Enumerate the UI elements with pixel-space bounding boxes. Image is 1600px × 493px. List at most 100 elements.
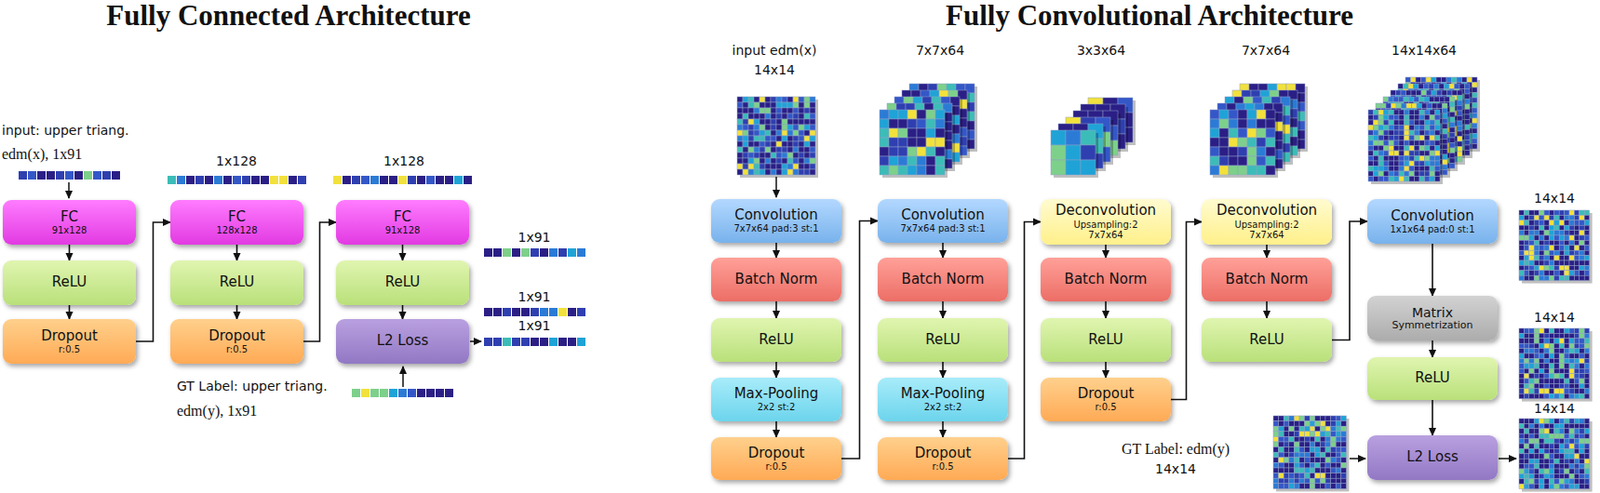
relu-layer: ReLU xyxy=(877,318,1009,363)
conv-layer: Convolution1x1x64 pad:0 st:1 xyxy=(1367,199,1498,244)
flow-arrow xyxy=(236,305,239,320)
layer-name: Batch Norm xyxy=(735,271,819,288)
flow-arrow xyxy=(1431,400,1434,436)
flow-arrow xyxy=(941,362,944,378)
dropout-layer: Dropoutr:0.5 xyxy=(1040,377,1171,422)
layer-name: Deconvolution xyxy=(1216,202,1318,219)
layer-params: 91x128 xyxy=(385,225,421,237)
dimension-label: edm(x), 1x91 xyxy=(1,145,82,163)
layer-name: ReLU xyxy=(385,274,421,291)
flow-arrow xyxy=(1008,222,1041,460)
layer-name: Dropout xyxy=(208,328,266,345)
layer-name: ReLU xyxy=(925,332,961,349)
layer-name: Max-Pooling xyxy=(900,386,986,403)
batchnorm-layer: Batch Norm xyxy=(711,257,842,302)
layer-name: Convolution xyxy=(1390,208,1475,225)
flow-arrow xyxy=(775,242,778,258)
batchnorm-layer: Batch Norm xyxy=(1201,257,1332,302)
layer-name: ReLU xyxy=(758,332,794,349)
flow-arrow xyxy=(941,242,944,258)
dimension-label: 14x14x64 xyxy=(1391,42,1457,59)
flow-arrow xyxy=(775,301,778,319)
layer-params: Upsampling:2 xyxy=(1234,219,1299,231)
dimension-label: 1x128 xyxy=(215,153,257,170)
layer-params: r:0.5 xyxy=(1094,402,1116,414)
layer-params: Upsampling:2 xyxy=(1073,219,1138,231)
fc-layer: FC91x128 xyxy=(336,200,470,245)
batchnorm-layer: Batch Norm xyxy=(877,257,1009,302)
layer-name: Dropout xyxy=(748,445,806,462)
layer-name: ReLU xyxy=(1249,332,1285,349)
layer-params: 2x2 st:2 xyxy=(924,402,963,414)
fc-layer: FC128x128 xyxy=(170,200,304,245)
flow-arrow xyxy=(1431,243,1434,296)
dimension-label: 14x14 xyxy=(1155,461,1197,478)
layer-name: FC xyxy=(393,209,412,226)
relu-layer: ReLU xyxy=(1367,357,1498,401)
pooling-layer: Max-Pooling2x2 st:2 xyxy=(711,377,842,422)
loss-box: L2 Loss xyxy=(336,319,470,364)
flow-arrow xyxy=(775,421,778,438)
layer-name: Dropout xyxy=(40,328,98,345)
flow-arrow xyxy=(68,244,71,261)
relu-layer: ReLU xyxy=(1201,318,1332,363)
dimension-label: 14x14 xyxy=(1533,401,1575,417)
dimension-label: 1x91 xyxy=(517,289,551,306)
flow-arrow xyxy=(303,222,337,342)
dimension-label: 14x14 xyxy=(1533,309,1575,326)
layer-name: Deconvolution xyxy=(1055,202,1157,219)
flow-arrow xyxy=(402,244,404,261)
layer-params: r:0.5 xyxy=(58,344,81,356)
dimension-label: 3x3x64 xyxy=(1076,42,1126,59)
pooling-layer: Max-Pooling2x2 st:2 xyxy=(877,377,1009,422)
layer-name: Batch Norm xyxy=(901,271,985,288)
layer-params: r:0.5 xyxy=(765,461,787,473)
flow-arrow xyxy=(841,221,878,460)
flow-arrow xyxy=(1104,244,1107,258)
flow-arrow xyxy=(1265,244,1268,258)
dimension-label: 7x7x64 xyxy=(1241,42,1291,59)
layer-params: 7x7x64 xyxy=(1249,229,1284,242)
layer-name: Max-Pooling xyxy=(734,386,820,403)
layer-name: ReLU xyxy=(1414,370,1451,387)
layer-name: L2 Loss xyxy=(376,333,430,350)
dimension-label: edm(y), 1x91 xyxy=(176,402,257,420)
dimension-label: 1x128 xyxy=(383,153,425,170)
layer-params: 2x2 st:2 xyxy=(757,402,796,414)
layer-name: FC xyxy=(60,209,79,226)
symmetrization-box: MatrixSymmetrization xyxy=(1367,295,1498,341)
panel-title: Fully Connected Architecture xyxy=(106,0,471,33)
flow-arrow xyxy=(1170,222,1202,401)
dimension-label: input: upper triang. xyxy=(1,122,130,139)
conv-layer: Convolution7x7x64 pad:3 st:1 xyxy=(877,199,1009,243)
panel-title: Fully Convolutional Architecture xyxy=(945,0,1354,33)
layer-name: Batch Norm xyxy=(1225,271,1309,288)
flow-arrow xyxy=(1265,301,1268,319)
flow-arrow xyxy=(775,362,778,378)
dimension-label: 1x91 xyxy=(517,229,551,246)
layer-params: 128x128 xyxy=(215,225,257,237)
flow-arrow xyxy=(1331,221,1368,341)
flow-arrow xyxy=(1104,301,1107,319)
layer-name: FC xyxy=(228,209,246,226)
dimension-label: 14x14 xyxy=(753,62,795,79)
dimension-label: 14x14 xyxy=(1533,190,1575,207)
layer-params: Symmetrization xyxy=(1391,320,1473,333)
deconv-layer: DeconvolutionUpsampling:27x7x64 xyxy=(1201,199,1332,245)
relu-layer: ReLU xyxy=(711,318,842,363)
layer-name: Batch Norm xyxy=(1064,271,1148,288)
layer-name: Dropout xyxy=(1077,386,1135,403)
layer-name: ReLU xyxy=(52,274,88,291)
relu-layer: ReLU xyxy=(336,260,470,306)
dropout-layer: Dropoutr:0.5 xyxy=(170,319,304,364)
dimension-label: GT Label: upper triang. xyxy=(176,378,328,395)
dropout-layer: Dropoutr:0.5 xyxy=(2,319,136,364)
layer-params: 7x7x64 pad:3 st:1 xyxy=(900,223,985,235)
dimension-label: input edm(x) xyxy=(732,42,818,59)
flow-arrow xyxy=(236,244,239,261)
dropout-layer: Dropoutr:0.5 xyxy=(877,437,1009,481)
flow-arrow xyxy=(68,305,71,320)
layer-name: Convolution xyxy=(900,207,985,224)
conv-layer: Convolution7x7x64 pad:3 st:1 xyxy=(711,199,842,243)
layer-name: ReLU xyxy=(1088,332,1124,349)
